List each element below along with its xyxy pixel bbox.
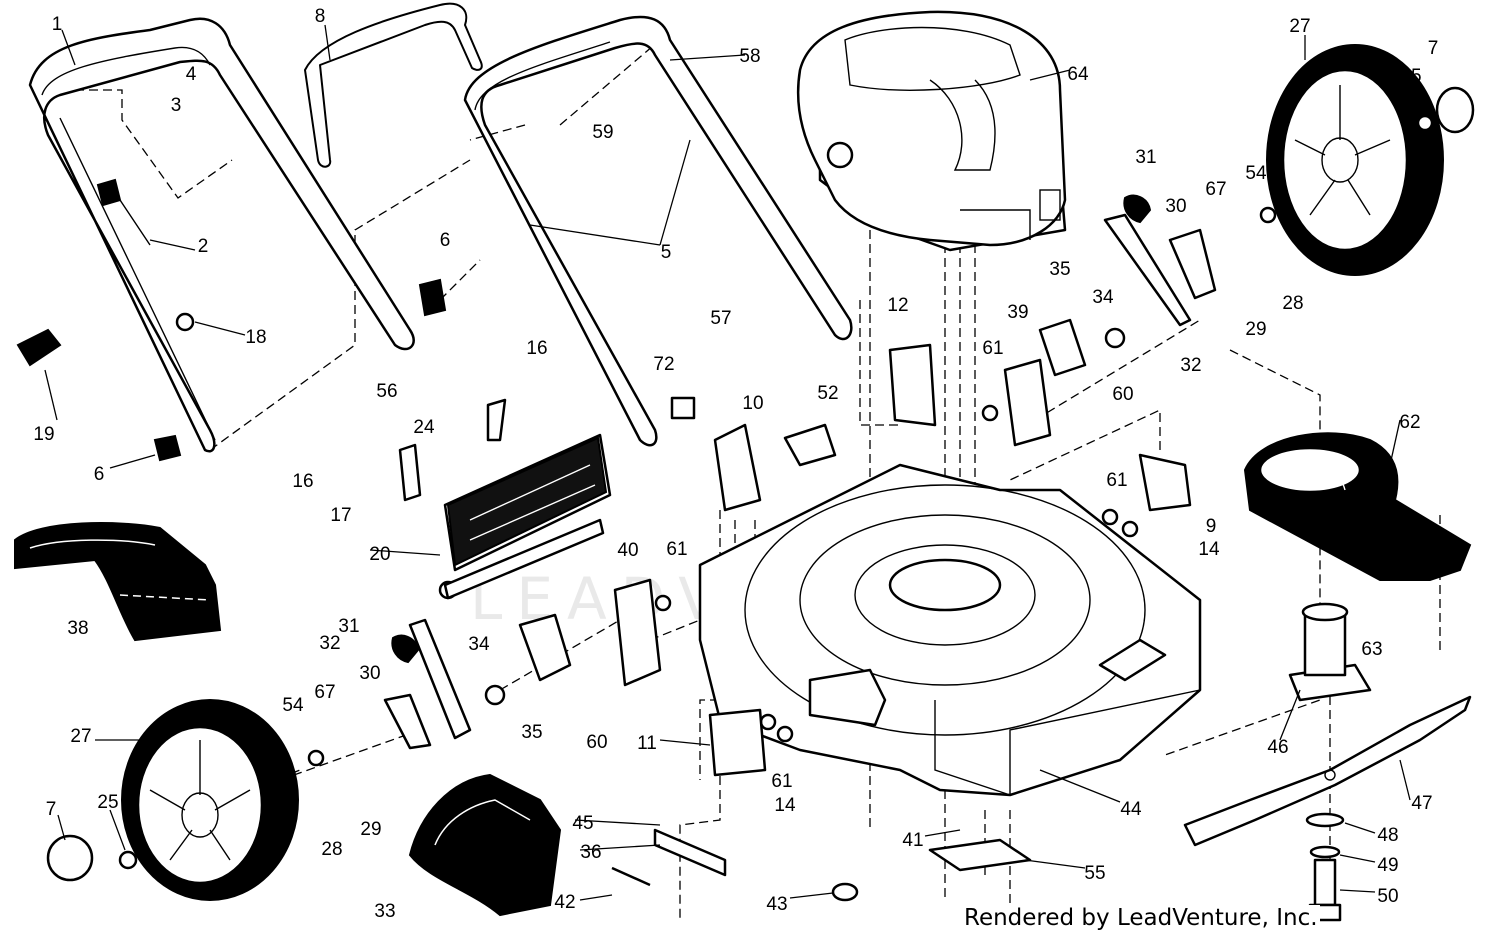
part-callout-16: 16 [292, 471, 313, 492]
part-callout-8: 8 [315, 6, 326, 27]
part-callout-16: 16 [526, 338, 547, 359]
part-callout-63: 63 [1361, 639, 1382, 660]
part-callout-30: 30 [1165, 196, 1186, 217]
part-callout-46: 46 [1267, 737, 1288, 758]
part-callout-61: 61 [982, 338, 1003, 359]
hubcap-part-7 [46, 834, 94, 882]
blade-part-47 [1183, 695, 1472, 847]
hardware-parts [16, 114, 1434, 922]
part-callout-5: 5 [661, 242, 672, 263]
part-callout-18: 18 [245, 327, 266, 348]
front-wheel-part-27 [121, 699, 299, 901]
part-callout-29: 29 [1245, 319, 1266, 340]
part-callout-49: 49 [1377, 855, 1398, 876]
part-callout-35: 35 [521, 722, 542, 743]
part-callout-34: 34 [468, 634, 490, 655]
part-callout-43: 43 [766, 894, 787, 915]
part-callout-55: 55 [1084, 863, 1105, 884]
part-callout-42: 42 [554, 892, 575, 913]
part-callout-60: 60 [586, 732, 607, 753]
part-callout-64: 64 [1067, 64, 1089, 85]
part-callout-35: 35 [1049, 259, 1070, 280]
part-callout-3: 3 [171, 95, 182, 116]
part-callout-61: 61 [1106, 470, 1127, 491]
part-callout-10: 10 [742, 393, 763, 414]
part-callout-24: 24 [413, 417, 435, 438]
blade-adapter-part-46 [1288, 602, 1372, 702]
part-callout-6: 6 [440, 230, 451, 251]
part-callout-25: 25 [1400, 66, 1421, 87]
part-callout-67: 67 [314, 682, 335, 703]
part-callout-34: 34 [1092, 287, 1114, 308]
part-callout-17: 17 [330, 505, 351, 526]
part-callout-2: 2 [198, 236, 209, 257]
part-callout-62: 62 [1399, 412, 1420, 433]
part-callout-28: 28 [321, 839, 342, 860]
left-handle-part-1 [28, 17, 415, 453]
mower-deck-part-44 [698, 463, 1202, 797]
callout-leader-lines [44, 24, 1411, 901]
part-callout-40: 40 [617, 540, 638, 561]
part-callout-31: 31 [338, 616, 359, 637]
part-callout-54: 54 [282, 695, 304, 716]
part-callout-14: 14 [1198, 539, 1220, 560]
mulch-plate-part-62 [1243, 432, 1472, 581]
part-callout-11: 11 [637, 733, 657, 754]
part-callout-4: 4 [186, 64, 197, 85]
part-callout-9: 9 [1206, 516, 1217, 537]
part-callout-33: 33 [374, 901, 395, 922]
part-callout-56: 56 [376, 381, 397, 402]
part-callout-28: 28 [1282, 293, 1303, 314]
part-callout-7: 7 [1428, 38, 1439, 59]
rear-wheel-part-27 [1266, 44, 1444, 276]
part-callout-60: 60 [1112, 384, 1133, 405]
part-callout-61: 61 [666, 539, 687, 560]
part-callout-48: 48 [1377, 825, 1398, 846]
part-callout-30: 30 [359, 663, 380, 684]
part-callout-19: 19 [33, 424, 54, 445]
part-callout-14: 14 [774, 795, 796, 816]
part-callout-44: 44 [1120, 799, 1142, 820]
part-callout-39: 39 [1007, 302, 1028, 323]
part-callout-27: 27 [70, 726, 91, 747]
rear-flap-part-33 [408, 773, 562, 917]
part-callout-54: 54 [1245, 163, 1267, 184]
part-callout-57: 57 [710, 308, 731, 329]
part-callout-6: 6 [94, 464, 105, 485]
hubcap-part-7-rear [1435, 86, 1475, 134]
part-callout-31: 31 [1135, 147, 1156, 168]
right-handle-part-58 [463, 15, 853, 447]
part-callout-1: 1 [52, 14, 63, 35]
part-callout-47: 47 [1411, 793, 1432, 814]
deflector-part-38 [14, 522, 222, 642]
part-callout-12: 12 [887, 295, 908, 316]
part-callout-50: 50 [1377, 886, 1398, 907]
discharge-door-part-20 [438, 433, 612, 600]
part-callout-29: 29 [360, 819, 381, 840]
part-callout-59: 59 [592, 122, 613, 143]
part-callout-32: 32 [319, 633, 340, 654]
rendered-by-credit: Rendered by LeadVenture, Inc. [962, 905, 1320, 931]
part-callout-36: 36 [580, 842, 601, 863]
part-callout-7: 7 [46, 799, 57, 820]
part-callout-38: 38 [67, 618, 88, 639]
part-callout-45: 45 [572, 813, 593, 834]
part-callout-32: 32 [1180, 355, 1201, 376]
part-callout-72: 72 [653, 354, 674, 375]
part-callout-41: 41 [902, 830, 923, 851]
part-callout-61: 61 [771, 771, 792, 792]
part-callout-58: 58 [739, 46, 760, 67]
engine-part-64 [796, 10, 1067, 252]
part-callout-27: 27 [1289, 16, 1310, 37]
part-callout-52: 52 [817, 383, 838, 404]
part-callout-20: 20 [369, 544, 390, 565]
part-callout-25: 25 [97, 792, 118, 813]
part-callout-67: 67 [1205, 179, 1226, 200]
bail-wire-part-8 [304, 2, 483, 168]
